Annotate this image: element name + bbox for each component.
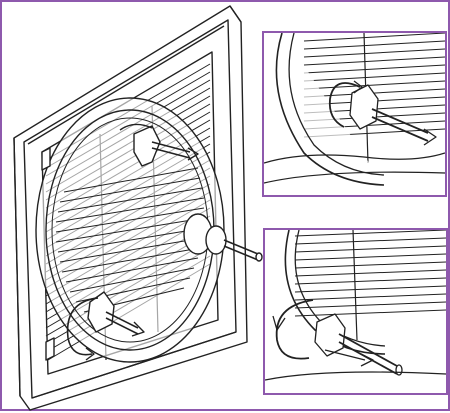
- inset-top-detail: [262, 31, 447, 197]
- top-clip: [133, 125, 161, 167]
- bottom-clip: [87, 291, 115, 333]
- inset-bottom-detail: [263, 228, 448, 395]
- clip-detail-bottom-drawing: [265, 230, 446, 381]
- clip-detail-top-drawing: [264, 33, 445, 186]
- vent-bezel: [41, 51, 219, 375]
